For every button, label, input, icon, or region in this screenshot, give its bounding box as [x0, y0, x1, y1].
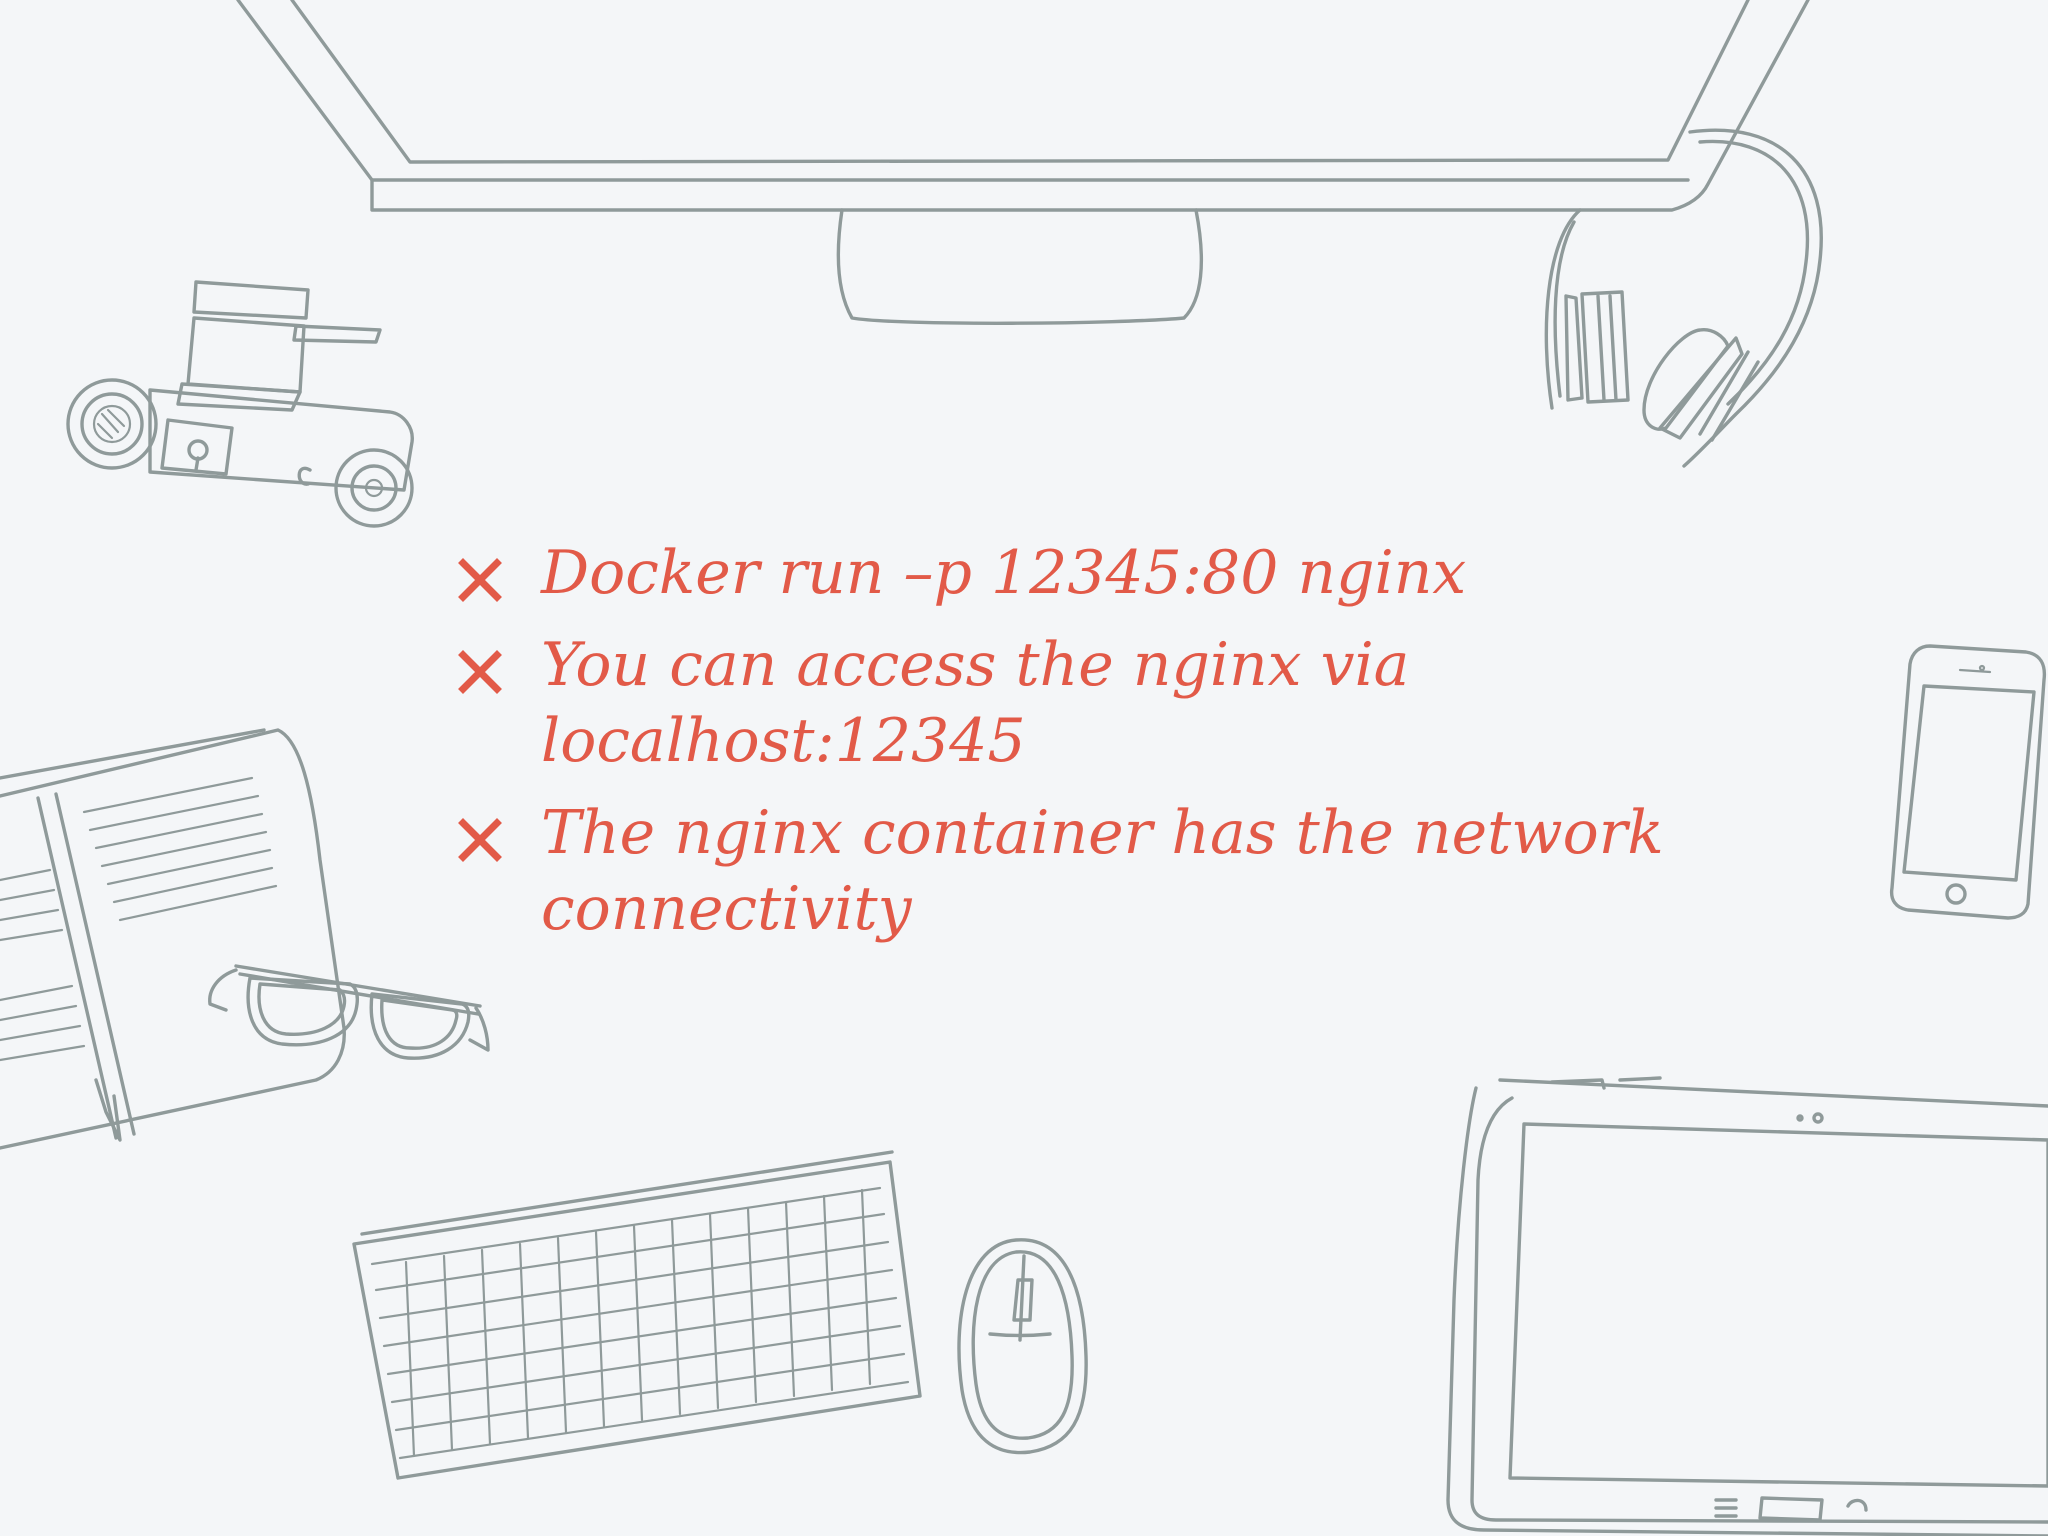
camera-icon — [66, 280, 414, 528]
mouse-icon — [957, 1238, 1088, 1455]
bullet-item: You can access the nginx via localhost:1… — [455, 627, 1705, 779]
keyboard-keys — [370, 1186, 910, 1460]
keyboard-icon — [352, 1150, 922, 1480]
bullet-text: Docker run –p 12345:80 nginx — [541, 538, 1467, 608]
bullet-item: Docker run –p 12345:80 nginx — [455, 535, 1705, 611]
bullet-text: The nginx container has the network conn… — [541, 798, 1664, 944]
cross-icon — [458, 818, 502, 862]
cross-icon — [458, 650, 502, 694]
bullet-item: The nginx container has the network conn… — [455, 795, 1705, 947]
glasses-icon — [208, 964, 490, 1060]
monitor-icon — [236, 0, 1810, 325]
cross-icon — [458, 558, 502, 602]
bullet-list: Docker run –p 12345:80 nginx You can acc… — [455, 535, 1705, 963]
notebook-icon — [0, 728, 346, 1150]
tablet-icon — [1446, 1076, 2048, 1536]
smartphone-icon — [1889, 644, 2047, 920]
bullet-text: You can access the nginx via localhost:1… — [541, 630, 1410, 776]
headphones-icon — [1544, 128, 1823, 468]
